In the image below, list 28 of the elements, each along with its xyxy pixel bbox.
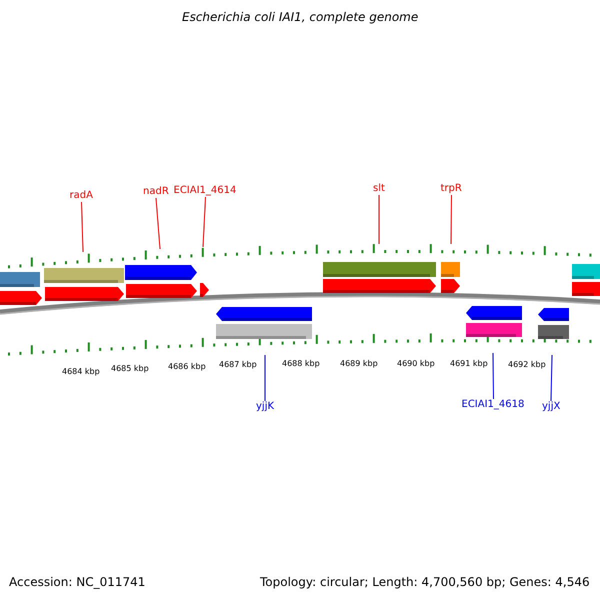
scale-label: 4688 kbp — [282, 360, 320, 368]
leader-line — [492, 352, 494, 400]
scale-label: 4687 kbp — [219, 361, 257, 369]
genome-info-label: Topology: circular; Length: 4,700,560 bp; Genes: 4,546 — [260, 576, 590, 588]
leader-line — [156, 198, 160, 250]
scale-label: 4686 kbp — [168, 363, 206, 371]
scale-label: 4691 kbp — [450, 360, 488, 368]
leader-line — [450, 194, 452, 244]
leader-line — [264, 354, 266, 402]
gene-label: nadR — [143, 187, 169, 197]
leader-line — [202, 196, 206, 248]
diagram-title: Escherichia coli IAI1, complete genome — [182, 11, 418, 23]
accession-label: Accession: NC_011741 — [9, 576, 146, 588]
scale-label: 4684 kbp — [62, 368, 100, 376]
gene-label: trpR — [440, 184, 462, 194]
gene-label: ECIAI1_4614 — [174, 186, 236, 196]
gene-label: ECIAI1_4618 — [462, 400, 524, 410]
gene-label: slt — [373, 184, 385, 194]
leader-line — [378, 194, 380, 244]
leader-line — [81, 202, 84, 252]
gene-label: yjjK — [256, 402, 274, 412]
scale-label: 4690 kbp — [397, 360, 435, 368]
leader-line — [550, 354, 552, 402]
scale-label: 4692 kbp — [508, 361, 546, 369]
scale-label: 4689 kbp — [340, 360, 378, 368]
gene-label: radA — [70, 191, 93, 201]
scale-label: 4685 kbp — [111, 365, 149, 373]
gene-label: yjjX — [542, 402, 560, 412]
